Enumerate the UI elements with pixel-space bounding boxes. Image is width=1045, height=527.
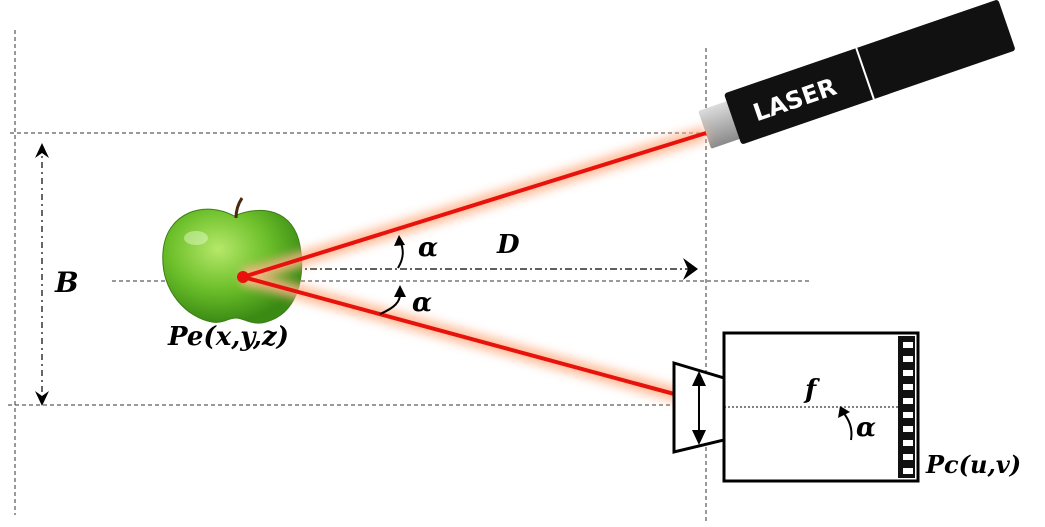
baseline-arrow (35, 143, 49, 406)
emitted-beam (242, 131, 707, 279)
image-point-label: Pc(u,v) (925, 450, 1021, 479)
object-point-label: Pe(x,y,z) (167, 322, 289, 352)
angle-label-camera: α (856, 413, 876, 443)
apple-object (162, 197, 303, 324)
baseline-label: B (54, 266, 79, 299)
focal-label: f (803, 375, 820, 405)
laser-tip (698, 101, 741, 149)
angle-label-top: α (418, 233, 438, 263)
laser-device: LASER (698, 0, 1015, 149)
laser-spot (237, 271, 249, 283)
image-sensor (898, 336, 915, 478)
angle-arcs (379, 235, 853, 441)
angle-label-bottom: α (412, 288, 432, 318)
laser-body (724, 0, 1015, 144)
camera (672, 331, 920, 483)
distance-label: D (496, 230, 520, 260)
